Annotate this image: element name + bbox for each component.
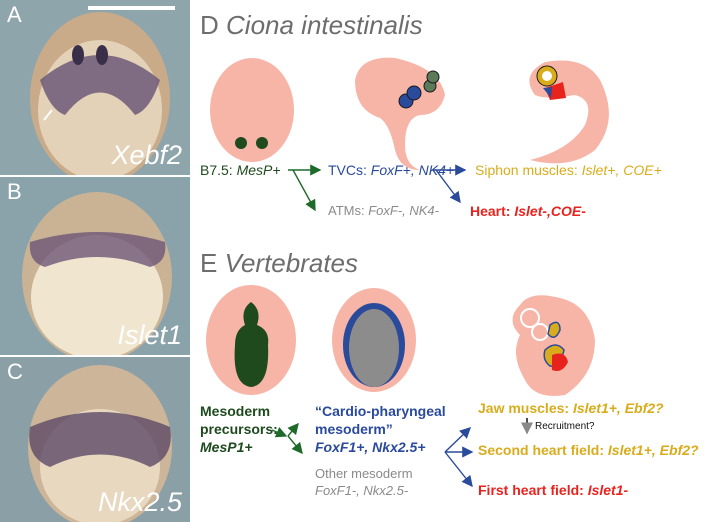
- recruitment-label: Recruitment?: [535, 421, 595, 432]
- vertebrates-section-title: E Vertebrates: [200, 248, 358, 279]
- ciona-letter: D: [200, 10, 219, 40]
- tvc-label: TVCs: FoxF+, NK4+: [328, 162, 455, 178]
- ciona-embryo-early: [210, 58, 294, 162]
- panel-b-gene: Islet1: [117, 320, 182, 350]
- panel-a-gene: Xebf2: [111, 140, 182, 170]
- ciona-section-title: D Ciona intestinalis: [200, 10, 423, 41]
- ciona-species: Ciona intestinalis: [226, 10, 423, 40]
- panel-c-gene: Nkx2.5: [97, 487, 182, 517]
- heart-label: Heart: Islet-,COE-: [470, 203, 586, 219]
- ciona-larva: [529, 60, 609, 164]
- embryo-photo-panel-b: B Islet1: [0, 177, 190, 355]
- other-mesoderm-label: Other mesoderm FoxF1-, Nkx2.5-: [315, 466, 413, 498]
- vertebrate-embryo-mesoderm: [206, 285, 296, 395]
- vertebrate-embryo-cardiopharyngeal: [332, 288, 416, 392]
- islet1-embryo-photo: [0, 177, 190, 355]
- panel-a-letter: A: [7, 2, 22, 27]
- atm-label: ATMs: FoxF-, NK4-: [328, 203, 439, 218]
- b75-label: B7.5: MesP+: [200, 162, 281, 178]
- panel-b-letter: B: [7, 179, 22, 204]
- ciona-embryo-tailbud: [355, 57, 445, 170]
- embryo-photo-panel-a: A Xebf2: [0, 0, 190, 175]
- vertebrates-letter: E: [200, 248, 218, 278]
- xebf2-embryo-photo: [0, 0, 190, 175]
- jaw-muscles-label: Jaw muscles: Islet1+, Ebf2?: [478, 400, 664, 416]
- vertebrates-title: Vertebrates: [224, 248, 359, 278]
- cardiopharyngeal-label: “Cardio-pharyngeal mesoderm” FoxF1+, Nkx…: [315, 403, 446, 455]
- first-heart-field-label: First heart field: Islet1-: [478, 482, 629, 498]
- siphon-muscles-label: Siphon muscles: Islet+, COE+: [475, 162, 662, 178]
- embryo-photo-panel-c: C Nkx2.5: [0, 357, 190, 522]
- vertebrate-embryo-heart: [512, 295, 595, 396]
- panel-c-letter: C: [7, 359, 23, 384]
- second-heart-field-label: Second heart field: Islet1+, Ebf2?: [478, 442, 699, 458]
- nkx25-embryo-photo: [0, 357, 190, 522]
- mesoderm-precursors-label: Mesoderm precursors: MesP1+: [200, 403, 278, 455]
